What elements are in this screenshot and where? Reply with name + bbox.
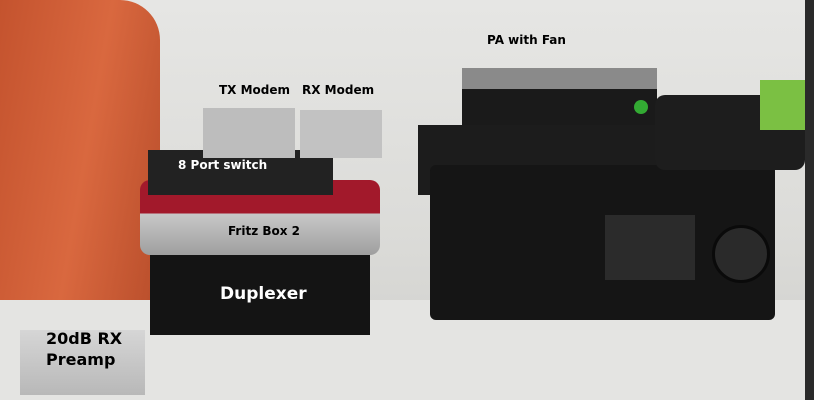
green-button — [634, 100, 648, 114]
label-pa-with-fan: PA with Fan — [487, 33, 566, 47]
green-device — [760, 80, 805, 130]
tuning-knob — [712, 225, 770, 283]
label-rx-modem: RX Modem — [302, 83, 375, 97]
transceiver-screen — [605, 215, 695, 280]
label-preamp-line1: 20dB RX — [46, 329, 123, 348]
window-edge — [805, 0, 814, 400]
duplexer-device — [150, 255, 370, 335]
rx-modem-device — [300, 110, 382, 158]
label-tx-modem: TX Modem — [219, 83, 291, 97]
tx-modem-device — [203, 108, 295, 158]
label-preamp-line2: Preamp — [46, 350, 116, 369]
label-duplexer: Duplexer — [220, 284, 307, 304]
preamp-box — [20, 330, 145, 395]
label-8-port-switch: 8 Port switch — [178, 158, 268, 172]
label-fritz-box-2: Fritz Box 2 — [228, 224, 301, 238]
